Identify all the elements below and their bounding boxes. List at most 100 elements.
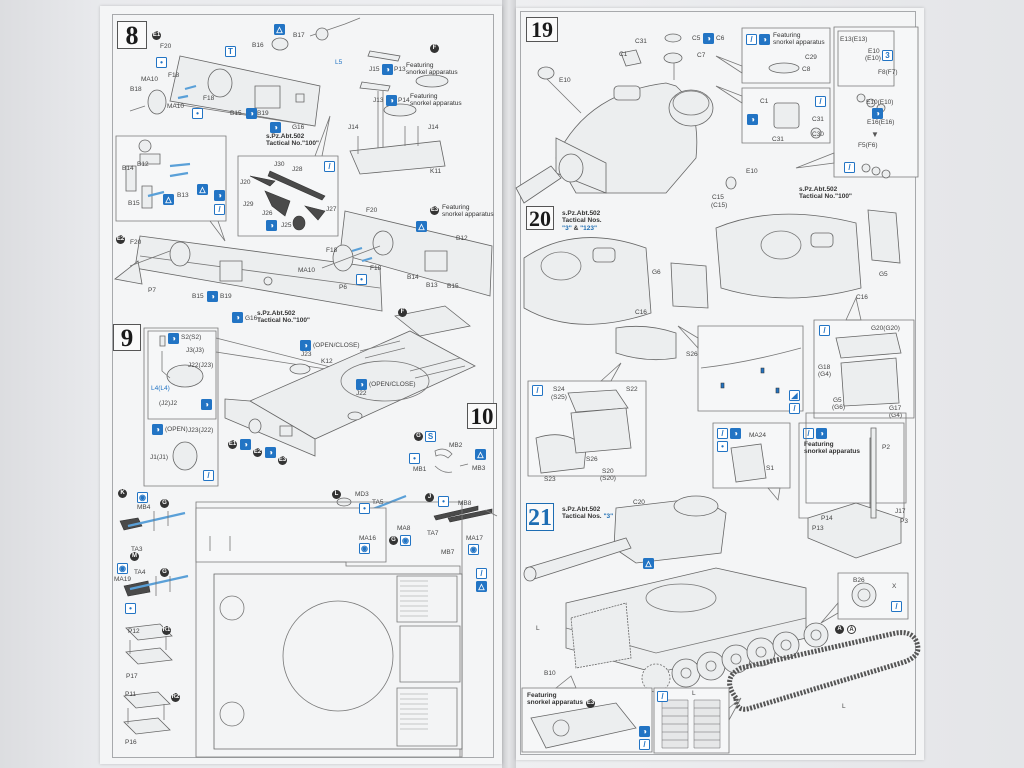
label-g18: G18 xyxy=(818,364,831,371)
label-f20: F20 xyxy=(160,43,172,50)
paint-icon: • xyxy=(192,108,203,119)
flip-icon: S xyxy=(425,431,436,442)
label-c29: C29 xyxy=(805,54,817,61)
glue-icon: ◑ xyxy=(270,122,281,133)
label-j26: J26 xyxy=(262,210,273,217)
marker-f-step9: F xyxy=(398,308,407,317)
paint-icon: / xyxy=(532,385,543,396)
label-ta5: TA5 xyxy=(372,499,384,506)
paint-icon: • xyxy=(438,496,449,507)
label-ma10-2: MA10 xyxy=(167,103,184,110)
label-p2: P2 xyxy=(882,444,890,451)
glue-icon: ◑ xyxy=(639,726,650,737)
step-10-number: 10 xyxy=(467,403,497,429)
step-20-tactical-note: s.Pz.Abt.502 Tactical Nos. "3" & "123" xyxy=(562,210,602,232)
label-g6-alt: (G6) xyxy=(832,404,845,411)
label-e10-e10: E10(E10) xyxy=(866,99,894,106)
label-p11: P11 xyxy=(125,691,137,698)
paint-icon: / xyxy=(789,403,800,414)
label-c15: C15 xyxy=(712,194,724,201)
label-c15-alt: (C15) xyxy=(711,202,728,209)
label-e10: E10 xyxy=(559,77,571,84)
paint-icon: / xyxy=(891,601,902,612)
label-e10-callout-alt: (E10) xyxy=(865,55,881,62)
paint-icon: / xyxy=(324,161,335,172)
label-s26-callout: S26 xyxy=(586,456,598,463)
label-mb3: MB3 xyxy=(472,465,486,472)
paint-icon: • xyxy=(359,503,370,514)
paint-icon: / xyxy=(214,204,225,215)
label-l5: L5 xyxy=(335,59,343,66)
label-g4-alt: (G4) xyxy=(889,412,902,419)
paint-icon: / xyxy=(819,325,830,336)
marker-g-k: G xyxy=(160,499,169,508)
assemble-icon: △ xyxy=(476,581,487,592)
part-g6 xyxy=(671,263,708,308)
glue-icon: ◑ xyxy=(703,33,714,44)
label-p16: P16 xyxy=(125,739,137,746)
marker-e3: E3 xyxy=(430,206,439,215)
label-j1: J1(J1) xyxy=(150,454,169,461)
label-j14: J14 xyxy=(348,124,359,131)
marker-k: K xyxy=(118,489,127,498)
glue-icon: ◑ xyxy=(300,340,311,351)
assemble-icon: △ xyxy=(475,449,486,460)
label-b18: B18 xyxy=(130,86,142,93)
label-g5: G5 xyxy=(879,271,888,278)
glue-icon: ◑ xyxy=(265,447,276,458)
down-arrow-icon: ▼ xyxy=(871,130,879,139)
part-f20-plate-2 xyxy=(135,236,382,311)
label-b19-e2: B19 xyxy=(220,293,232,300)
label-ma24: MA24 xyxy=(749,432,766,439)
label-f18-2: F18 xyxy=(203,95,215,102)
glue-icon: ◑ xyxy=(201,399,212,410)
cement-icon: ◉ xyxy=(400,535,411,546)
marker-e1-step9: E1 xyxy=(228,440,237,449)
glue-icon: ◑ xyxy=(207,291,218,302)
glue-icon: ◑ xyxy=(168,333,179,344)
glue-icon: ◑ xyxy=(386,95,397,106)
paint-icon: / xyxy=(717,428,728,439)
label-s23: S23 xyxy=(544,476,556,483)
assemble-icon: △ xyxy=(163,194,174,205)
marker-g-l: G xyxy=(389,536,398,545)
label-s20-alt: (S20) xyxy=(600,475,616,482)
label-ma16: MA16 xyxy=(359,535,376,542)
cement-icon: ◉ xyxy=(359,543,370,554)
label-g6: G6 xyxy=(652,269,661,276)
label-c7: C7 xyxy=(697,52,706,59)
label-md3: MD3 xyxy=(355,491,369,498)
left-page: 8 E1 xyxy=(100,6,502,764)
label-j3: J3(J3) xyxy=(186,347,205,354)
marker-e3-step9: E3 xyxy=(278,456,287,465)
label-b15-e3: B15 xyxy=(447,283,459,290)
label-f18-e3: F18 xyxy=(326,247,338,254)
label-f5-f6: F5(F6) xyxy=(858,142,878,149)
label-f18-e3-2: F18 xyxy=(370,265,382,272)
marker-a-alt: A xyxy=(847,625,856,634)
step-21-tactical-note: s.Pz.Abt.502 Tactical Nos. "3" xyxy=(562,506,614,521)
label-j23: J23 xyxy=(301,351,312,358)
label-f20-e2: F20 xyxy=(130,239,142,246)
label-s22: S22 xyxy=(626,386,638,393)
label-ma19: MA19 xyxy=(114,576,131,583)
label-s24: S24 xyxy=(553,386,565,393)
label-b19: B19 xyxy=(257,110,269,117)
label-b12: B12 xyxy=(137,161,149,168)
part-b16-hub xyxy=(208,69,232,97)
right-page: 19 C31 C1 C5 ◑ C6 C7 E10 E10 C15 (C15) xyxy=(516,8,924,760)
part-f-deck xyxy=(395,306,470,336)
label-j30: J30 xyxy=(274,161,285,168)
marker-g-m: G xyxy=(160,568,169,577)
glue-icon: ◑ xyxy=(382,64,393,75)
label-j25: J25 xyxy=(281,222,292,229)
f-snorkel-note-2: Featuring snorkel apparatus xyxy=(410,93,462,108)
left-page-frame xyxy=(112,14,494,758)
step-20-drawing xyxy=(516,8,924,760)
label-k11: K11 xyxy=(430,168,442,175)
step-21-snorkel-note: Featuring snorkel apparatus xyxy=(527,692,583,707)
label-p14: P14 xyxy=(398,97,410,104)
label-b10: B10 xyxy=(544,670,556,677)
label-mb2: MB2 xyxy=(449,442,463,449)
label-c30: C30 xyxy=(812,131,824,138)
